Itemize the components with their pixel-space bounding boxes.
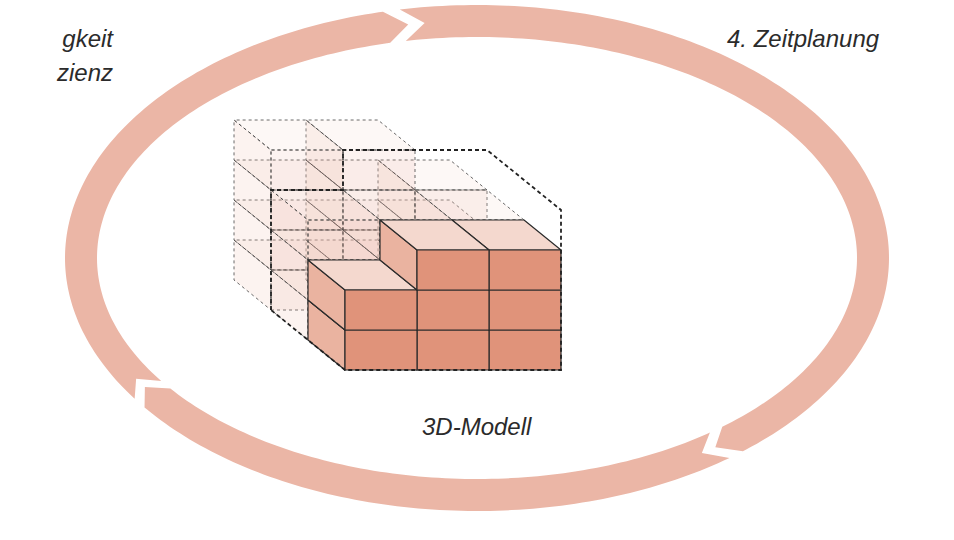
- ghost-cube-face: [234, 120, 343, 150]
- ghost-cube-face: [271, 150, 343, 190]
- model-caption: 3D-Modell: [422, 410, 531, 444]
- solid-cube-face: [489, 330, 561, 370]
- cropped-cycle-label: gkeit zienz: [57, 22, 113, 90]
- solid-cube-face: [489, 290, 561, 330]
- solid-cube-face: [417, 290, 489, 330]
- solid-cube-face: [345, 330, 417, 370]
- solid-cube-face: [345, 290, 417, 330]
- cycle-arrow: [400, 5, 889, 451]
- ghost-cube-face: [343, 150, 415, 190]
- solid-cube-face: [417, 250, 489, 290]
- ghost-cube-face: [308, 220, 380, 260]
- ghost-cube-face: [271, 190, 380, 220]
- solid-cube-face: [380, 220, 489, 250]
- volume-outline: [271, 150, 561, 370]
- cycle-arrow: [145, 387, 730, 511]
- cube-model: [234, 120, 561, 370]
- cycle-ring: [65, 5, 889, 511]
- cycle-step-label: 4. Zeitplanung: [727, 22, 879, 56]
- solid-cube-face: [417, 330, 489, 370]
- solid-cube-face: [489, 250, 561, 290]
